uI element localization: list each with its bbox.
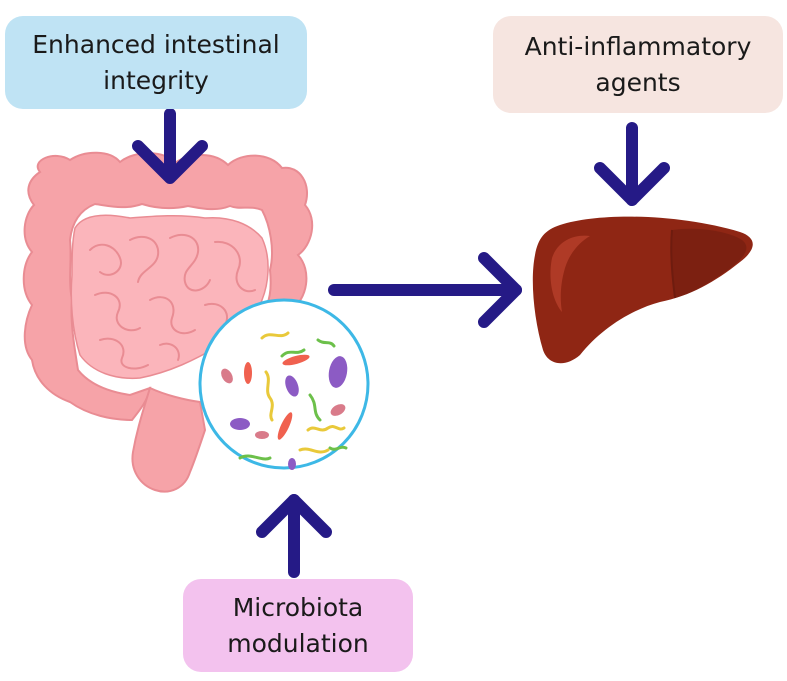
arrow-down-to-intestine [132,108,208,184]
arrow-right-to-liver [328,252,522,328]
label-line: modulation [227,628,369,658]
liver-icon [532,216,753,364]
label-line: Enhanced intestinal [32,29,280,59]
label-line: integrity [103,65,209,95]
label-enhanced-intestinal-integrity: Enhanced intestinal integrity [5,16,307,109]
arrow-down-to-liver [594,122,670,206]
label-line: Anti-inflammatory [524,31,752,61]
label-anti-inflammatory-agents: Anti-inflammatory agents [493,16,783,113]
label-line: Microbiota [232,592,364,622]
arrow-up-to-microbiota [256,494,332,578]
label-microbiota-modulation: Microbiota modulation [183,579,413,672]
bacteria-icon [198,298,370,470]
label-line: agents [595,67,681,97]
